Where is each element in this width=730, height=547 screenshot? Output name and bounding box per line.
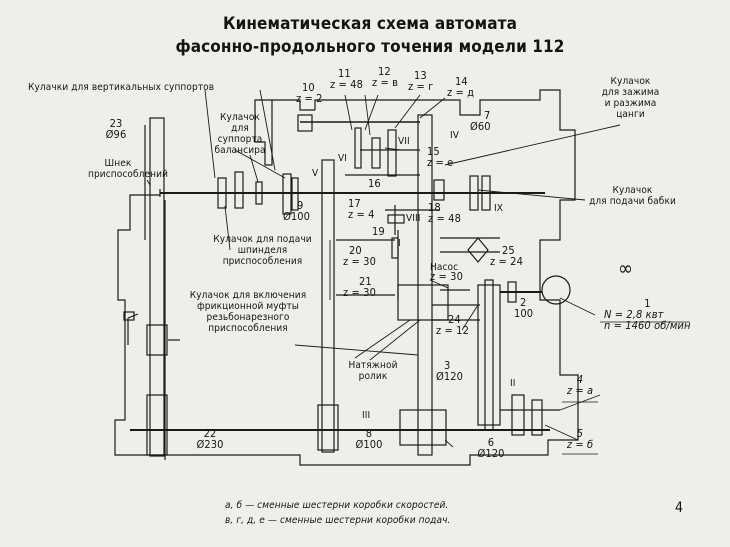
shaft-IX: IX [494,203,504,214]
label-tension-roller: Натяжной ролик [348,360,398,382]
shaft-VI: VI [338,153,348,164]
page-number: 4 [675,500,684,516]
label-cam-collet: Кулачок для зажима и разжима цанги [601,76,660,120]
footnote-line-2: в, г, д, е — сменные шестерни коробки по… [225,515,451,526]
shaft-V: V [312,168,319,179]
title-line-2: фасонно-продольного точения модели 112 [175,37,565,57]
element-25b: z = 30 [430,270,463,283]
shaft-VIII: VIII [406,213,421,224]
label-cams-vertical: Кулачки для вертикальных суппортов [28,82,215,93]
label-cam-spindle-feed: Кулачок для подачи шпинделя приспособлен… [213,234,312,267]
shaft-VII: VII [398,136,410,147]
label-cam-headstock: Кулачок для подачи бабки [589,185,676,207]
label-auger: Шнек приспособлений [88,158,169,180]
element-16: 16 [368,177,381,190]
label-cam-balance: Кулачок для суппорта балансира [214,112,266,156]
shaft-I: I [398,238,401,249]
infinity-symbol: ∞ [618,256,634,280]
element-19: 19 [372,225,385,238]
label-cam-friction: Кулачок для включения фрикционной муфты … [189,290,307,334]
title-line-1: Кинематическая схема автомата [222,14,518,34]
shaft-III: III [362,410,371,421]
footnote-line-1: а, б — сменные шестерни коробки скоросте… [225,500,449,511]
shaft-II: II [510,378,516,389]
element-1: 1 N = 2,8 квт n = 1460 об/мин [604,297,691,332]
label-pump: Насос [430,262,459,273]
shaft-IV: IV [450,130,460,141]
